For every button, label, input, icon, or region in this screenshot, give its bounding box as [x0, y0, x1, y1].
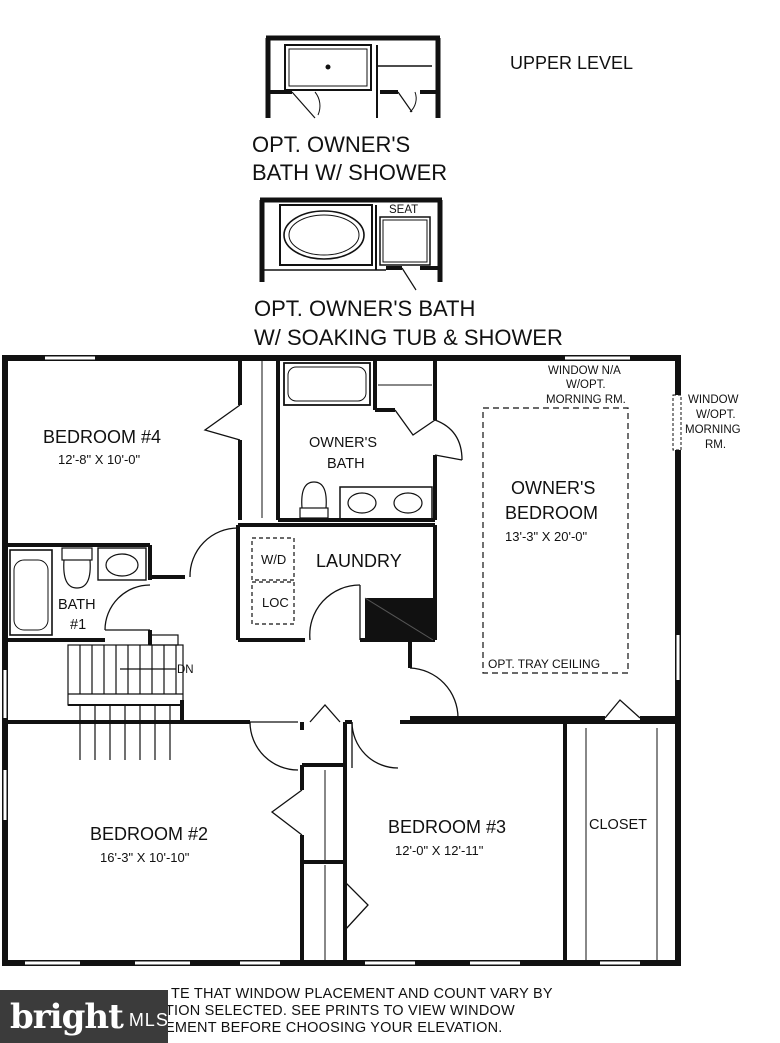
window-na-3: MORNING RM.	[546, 394, 626, 406]
bedroom3-name: BEDROOM #3	[388, 817, 506, 837]
option-shower-title-2: BATH W/ SHOWER	[252, 160, 447, 185]
owners-bath-line2: BATH	[327, 456, 365, 472]
laundry-appliances	[251, 537, 295, 625]
stairs-dn: DN	[177, 664, 194, 676]
stairs	[67, 634, 184, 760]
laundry-wd: W/D	[261, 552, 286, 567]
tray-ceiling-label: OPT. TRAY CEILING	[488, 657, 600, 671]
seat-label: SEAT	[389, 204, 418, 216]
note-line-2: TION SELECTED. SEE PRINTS TO VIEW WINDOW	[165, 1003, 515, 1019]
window-right-4: RM.	[705, 439, 726, 451]
bedroom2-name: BEDROOM #2	[90, 824, 208, 844]
note-line-1: TE THAT WINDOW PLACEMENT AND COUNT VARY …	[171, 986, 553, 1002]
note-line-3: EMENT BEFORE CHOOSING YOUR ELEVATION.	[165, 1020, 503, 1036]
bedroom4-size: 12'-8" X 10'-0"	[58, 452, 141, 467]
option-tub-title-1: OPT. OWNER'S BATH	[254, 296, 475, 321]
option-shower-title-1: OPT. OWNER'S	[252, 132, 410, 157]
owners-bath-fixtures	[283, 362, 433, 520]
logo-wordmark: bright	[10, 996, 124, 1037]
window-placement-note: TE THAT WINDOW PLACEMENT AND COUNT VARY …	[165, 986, 765, 1037]
bath1-line2: #1	[70, 617, 86, 633]
bedroom3-size: 12'-0" X 12'-11"	[395, 843, 484, 858]
logo-suffix: MLS	[128, 1010, 169, 1030]
window-right-1: WINDOW	[688, 394, 739, 406]
window-na-1: WINDOW N/A	[548, 365, 621, 377]
bedroom2-size: 16'-3" X 10'-10"	[100, 850, 190, 865]
doors	[104, 404, 641, 931]
optional-window-right	[672, 394, 682, 451]
hvac-chase	[364, 597, 434, 641]
bath1-fixtures	[9, 547, 147, 636]
option-shower-diagram	[265, 35, 441, 119]
tray-ceiling-outline	[482, 407, 629, 674]
bath1-line1: BATH	[58, 597, 96, 613]
window-marks	[2, 355, 681, 966]
bright-mls-logo: bright MLS	[0, 990, 168, 1043]
closet-shelves	[261, 360, 658, 960]
window-right-2: W/OPT.	[696, 409, 736, 421]
owners-bedroom-line1: OWNER'S	[511, 478, 595, 498]
window-right-3: MORNING	[685, 424, 741, 436]
owners-bedroom-size: 13'-3" X 20'-0"	[505, 529, 588, 544]
interior-walls	[5, 358, 678, 963]
owners-bath-line1: OWNER'S	[309, 435, 377, 451]
closet-name: CLOSET	[589, 817, 647, 833]
bedroom4-name: BEDROOM #4	[43, 427, 161, 447]
option-tub-title-2: W/ SOAKING TUB & SHOWER	[254, 325, 563, 350]
owners-bedroom-line2: BEDROOM	[505, 503, 598, 523]
upper-level-label: UPPER LEVEL	[510, 53, 633, 73]
option-tub-diagram	[259, 197, 443, 291]
laundry-loc: LOC	[262, 595, 289, 610]
laundry-name: LAUNDRY	[316, 551, 402, 571]
window-na-2: W/OPT.	[566, 379, 606, 391]
